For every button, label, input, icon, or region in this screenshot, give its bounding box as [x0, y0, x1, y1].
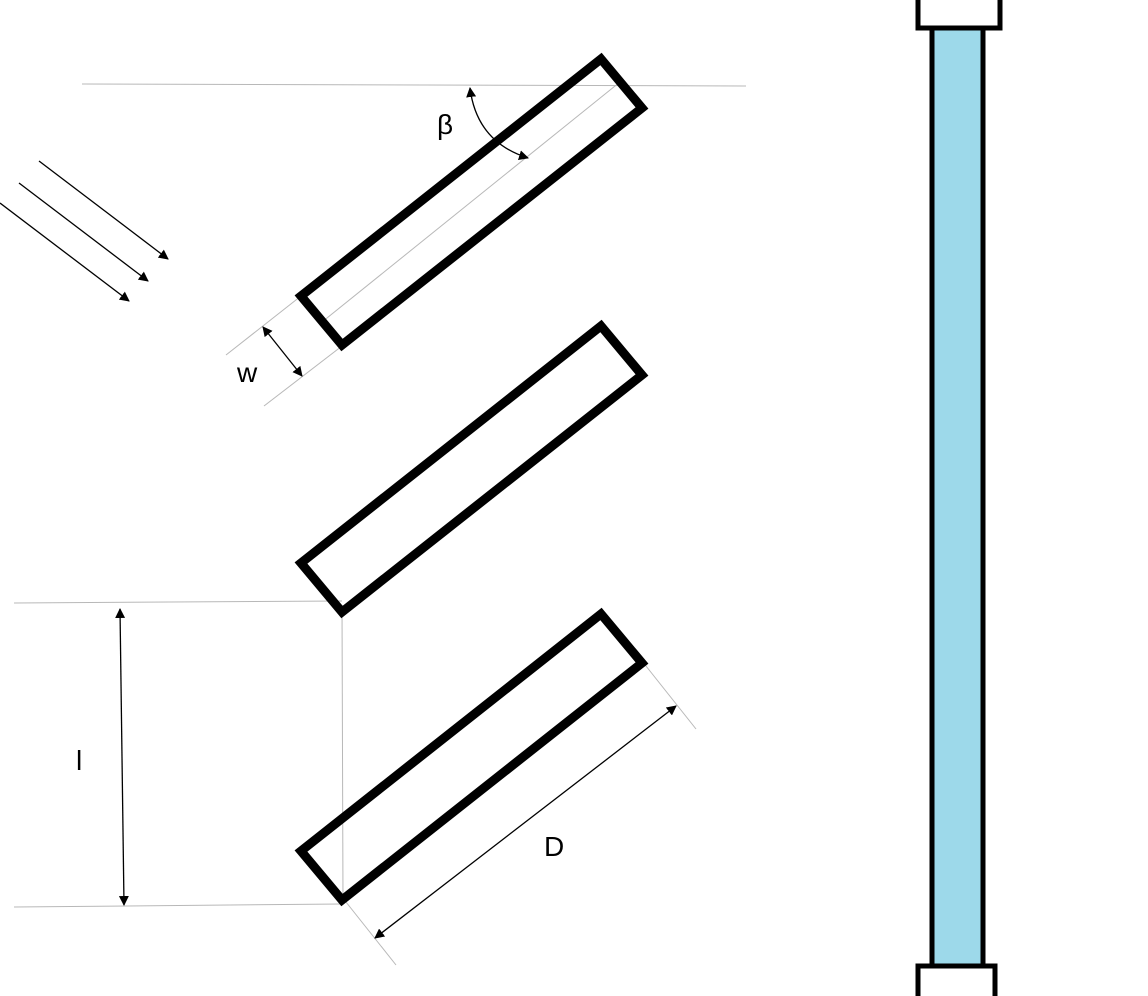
window-frame-bottom: [915, 963, 998, 996]
spacing-vertical-line: [341, 604, 344, 904]
sun-ray: [38, 160, 169, 260]
depth-label: D: [544, 831, 564, 862]
window-glazing: [915, 0, 1003, 996]
depth-dimension-arrow: [374, 705, 677, 939]
width-label: w: [236, 357, 258, 388]
angle-arc: [466, 87, 529, 161]
horizontal-reference-line: [81, 83, 747, 87]
width-extension-line-lower: [263, 345, 343, 407]
width-extension-line-upper: [225, 295, 302, 356]
slat-centerline: [321, 81, 621, 323]
slat-bottom: [294, 607, 649, 907]
spacing-dimension-arrow: [115, 608, 129, 906]
spacing-reference-line-bottom: [13, 903, 343, 908]
spacing-label: l: [76, 745, 82, 776]
sun-ray: [18, 182, 149, 282]
angle-label: β: [437, 109, 453, 140]
depth-extension-line-left: [341, 896, 397, 966]
window-glass: [929, 25, 986, 969]
window-frame-top: [915, 0, 1003, 31]
sun-ray: [0, 202, 130, 302]
depth-extension-line-right: [641, 660, 697, 730]
slat-middle: [294, 319, 649, 619]
spacing-reference-line-top: [13, 600, 343, 604]
width-dimension-arrow: [262, 326, 303, 377]
sun-rays: [0, 160, 169, 302]
